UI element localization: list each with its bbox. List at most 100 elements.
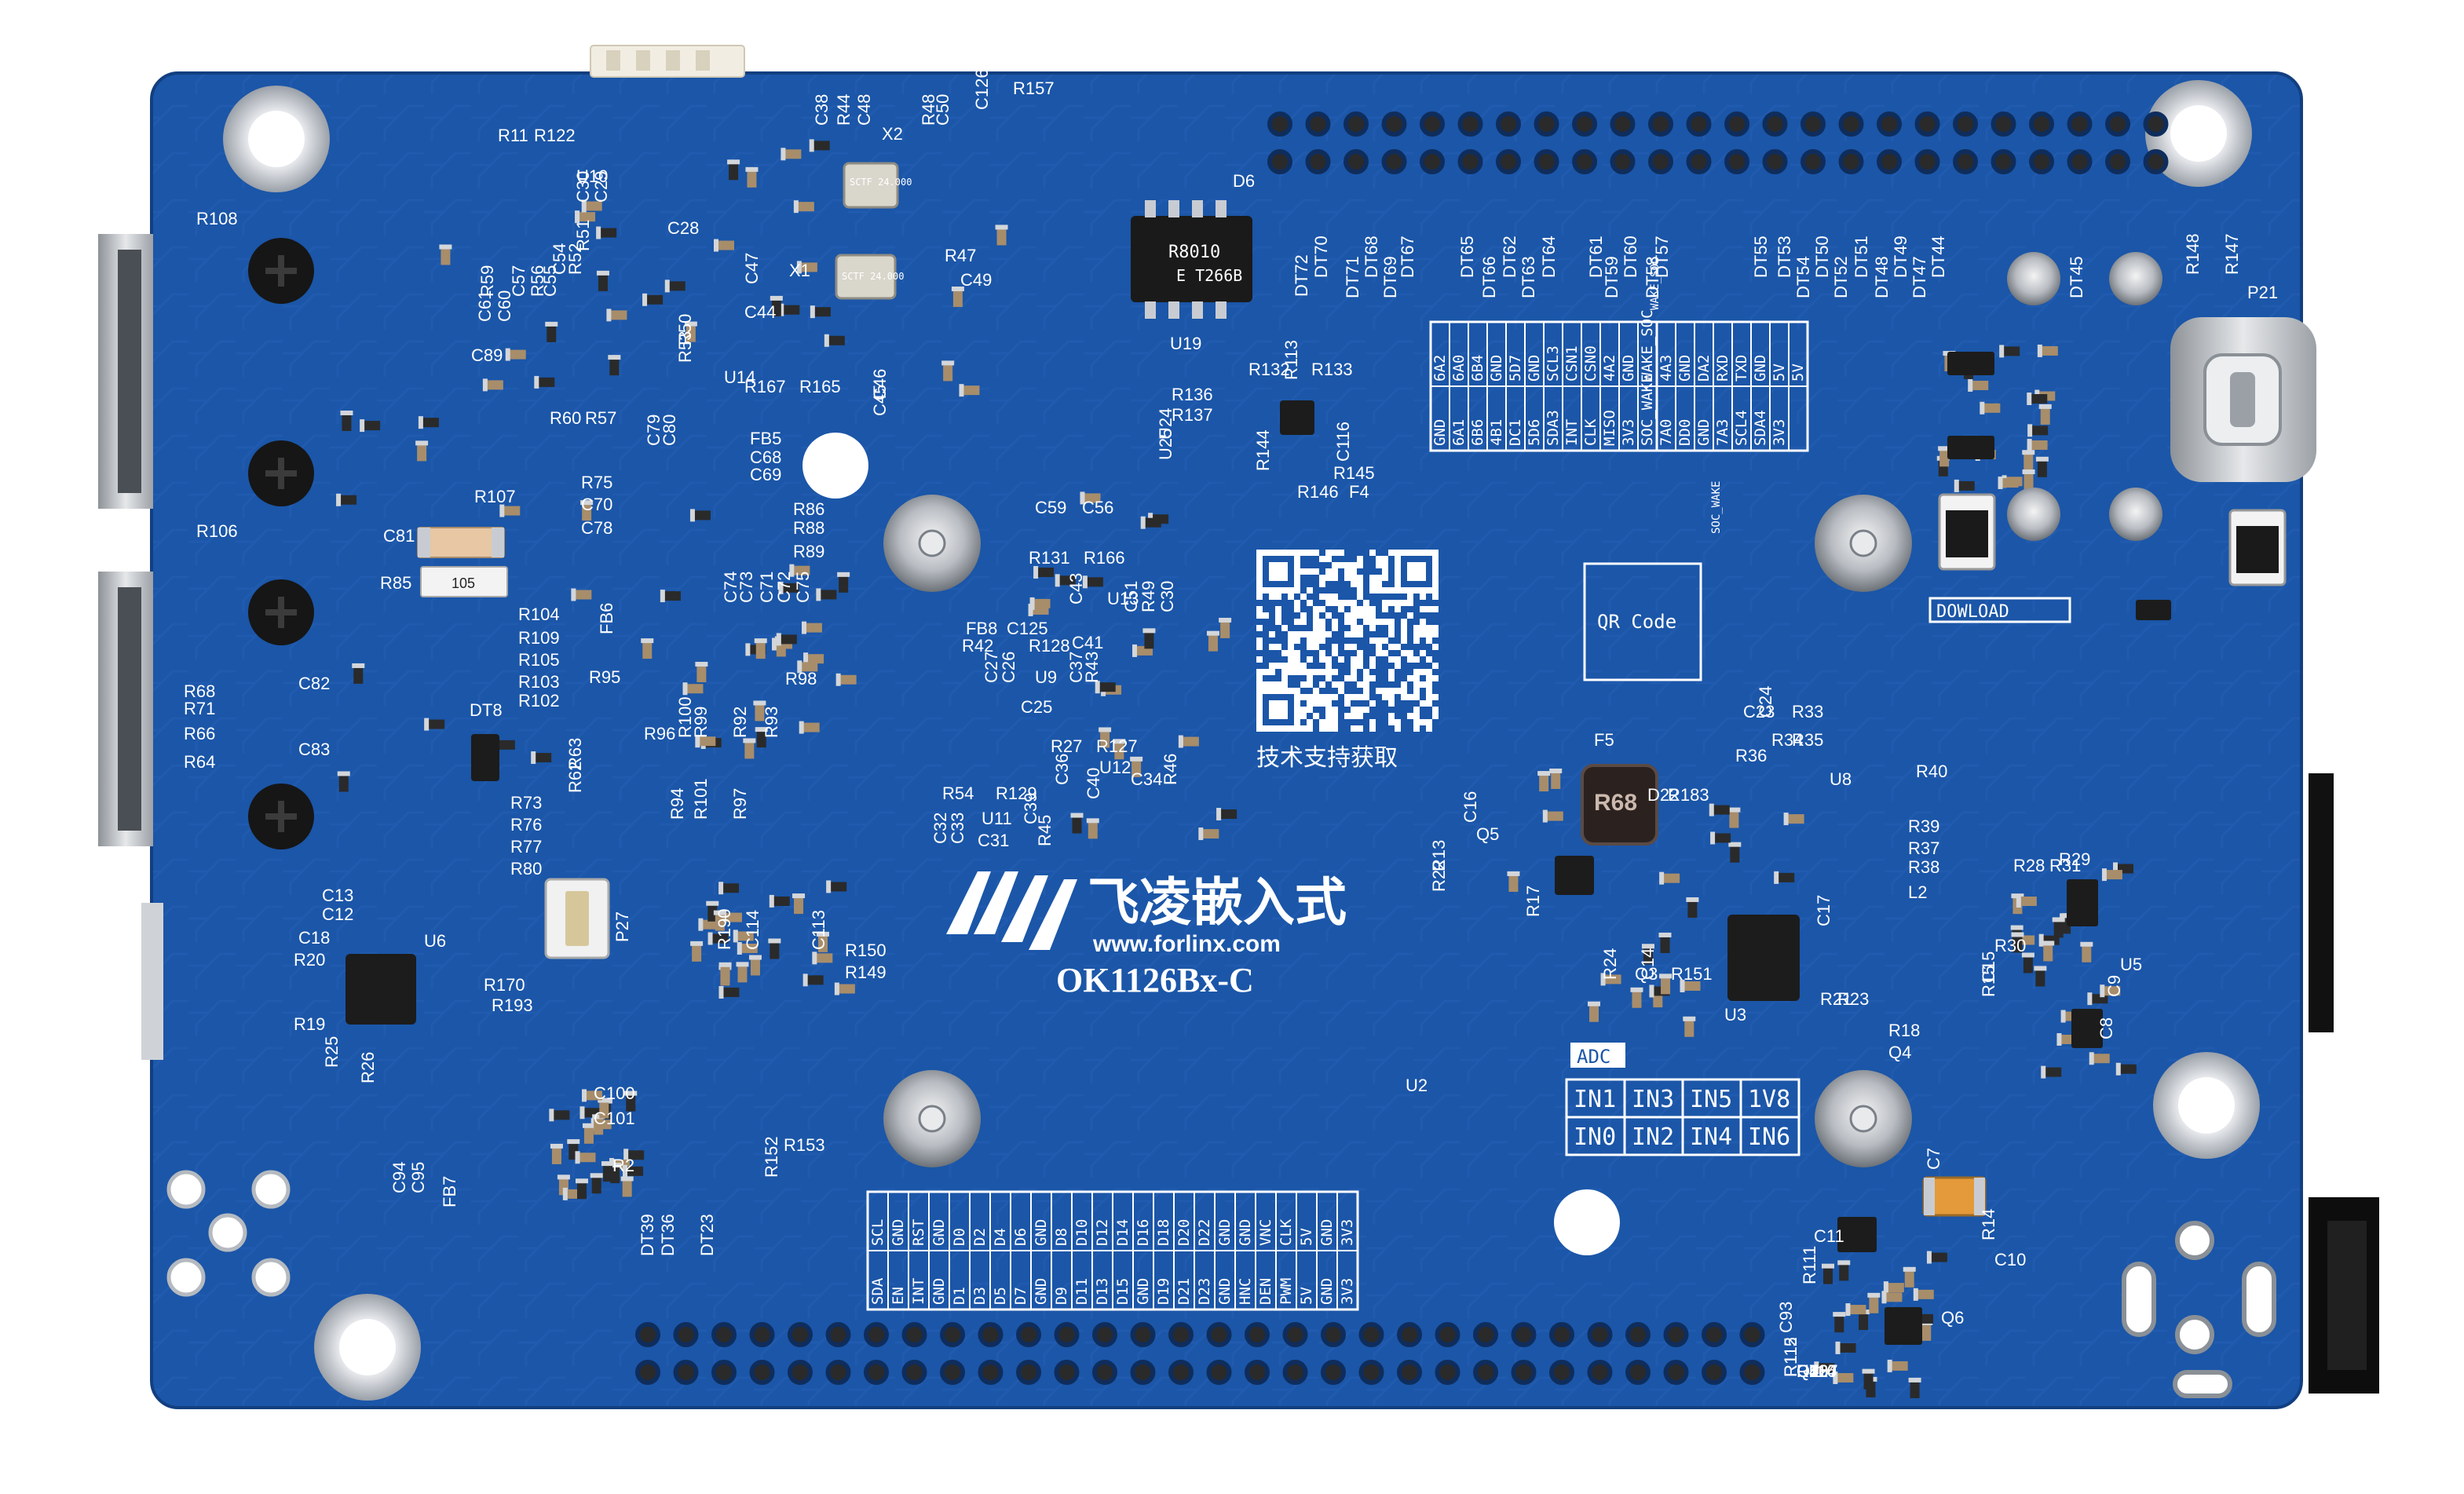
smd-part (799, 721, 820, 734)
silk-label: Q1 (1797, 1361, 1819, 1381)
bottom-pin-label: D2 (971, 1228, 989, 1246)
silk-label: R50 (675, 314, 695, 345)
header-pin (1663, 1360, 1689, 1385)
header-pin (1877, 111, 1902, 137)
bottom-pin-label: RST (910, 1219, 927, 1246)
silk-label: X2 (882, 124, 903, 144)
bottom-pin-label: GND (1237, 1219, 1254, 1246)
smd-part (733, 930, 754, 943)
smd-part (817, 931, 830, 952)
header-pin (1991, 111, 2016, 137)
pin-label: 4A3 (1658, 355, 1675, 382)
inductor-l2: R68 (1581, 764, 1658, 846)
pin-label: 4B1 (1488, 419, 1505, 446)
silk-label: C5 (1797, 1361, 1819, 1381)
silk-label: R27 (1051, 736, 1082, 756)
smd-part (2037, 344, 2058, 357)
silk-label: R21 (1820, 989, 1852, 1009)
bottom-pin-label: D15 (1114, 1278, 1131, 1305)
header-pin (1267, 149, 1292, 174)
silk-label: DT53 (1775, 236, 1794, 278)
silk-label: C9 (2104, 975, 2124, 997)
silk-label: R148 (2183, 233, 2203, 275)
silk-label: C30 (1157, 581, 1177, 612)
silk-label: U2 (1406, 1076, 1428, 1095)
silk-label: C79 (644, 415, 664, 446)
header-pin (1648, 111, 1673, 137)
silk-label: FB5 (750, 429, 781, 448)
header-pin (1054, 1322, 1080, 1347)
inductor-marking: R68 (1594, 790, 1637, 816)
bottom-pin-label: D0 (951, 1228, 968, 1246)
silk-label: C27 (982, 652, 1001, 683)
silk-label: R17 (1523, 886, 1543, 917)
smd-part (2100, 984, 2121, 998)
smd-part (797, 660, 818, 674)
silk-label: DT36 (658, 1214, 678, 1256)
silk-label: R75 (581, 473, 612, 492)
smd-part (424, 718, 445, 731)
smd-part (2021, 952, 2034, 973)
silk-label: R59 (477, 265, 497, 297)
silk-label: C13 (322, 886, 353, 905)
bottom-pin-label: D21 (1175, 1278, 1193, 1305)
smd-part (1833, 1312, 1846, 1333)
resistor-105-marking: 105 (451, 575, 475, 591)
smd-part (2041, 1065, 2062, 1079)
silk-label: C59 (1035, 498, 1066, 517)
silk-label: R144 (1253, 429, 1273, 471)
header-pin (1321, 1360, 1346, 1385)
silk-label: C36 (1052, 754, 1072, 785)
silk-label: R110 (1797, 1361, 1837, 1381)
bottom-pin-label: D19 (1155, 1278, 1172, 1305)
silk-label: C70 (581, 495, 612, 514)
header-pin (2105, 149, 2130, 174)
header-pin (864, 1360, 889, 1385)
header-pin (1397, 1322, 1422, 1347)
bottom-pin-label: GND (1318, 1219, 1336, 1246)
silk-label: R165 (799, 377, 841, 396)
silk-label: C72 (774, 572, 794, 603)
smd-part (534, 375, 555, 389)
header-pin (1168, 1360, 1194, 1385)
silk-label: U14 (724, 367, 755, 387)
header-pin (1587, 1360, 1613, 1385)
pin-label: SCL3 (1545, 345, 1562, 382)
bottom-pin-label: SCL (869, 1219, 887, 1246)
silk-label: R127 (1096, 736, 1138, 756)
smd-part (1113, 739, 1126, 760)
silk-label: DT59 (1602, 256, 1621, 298)
silk-label: R129 (996, 784, 1037, 803)
smd-part (690, 941, 704, 962)
bottom-pin-label: D22 (1196, 1219, 1213, 1246)
silk-label: R39 (1908, 816, 1939, 836)
silk-label: R151 (1671, 964, 1713, 984)
smd-part (1728, 842, 1742, 863)
silk-label: C113 (809, 910, 828, 950)
smd-part (695, 735, 716, 748)
board-model: OK1126Bx-C (1056, 961, 1254, 999)
smd-part (623, 1149, 645, 1162)
silk-label: R170 (484, 975, 525, 995)
smd-part (340, 410, 353, 431)
smd-part (1099, 727, 1112, 748)
smd-part (2080, 941, 2093, 963)
bottom-pin-label: 5V (1298, 1228, 1315, 1246)
smd-part (1881, 1291, 1903, 1304)
header-pin (1686, 111, 1712, 137)
header-pin (1420, 111, 1445, 137)
silk-label: R95 (589, 667, 620, 687)
smd-part (360, 419, 381, 433)
silk-label: R2 (612, 1156, 634, 1175)
silk-label: R98 (785, 669, 817, 689)
bottom-pin-label: D18 (1155, 1219, 1172, 1246)
silk-label: R99 (691, 707, 711, 738)
smd-part (816, 588, 837, 601)
silk-label: R92 (730, 707, 750, 738)
bottom-pin-label: GND (1033, 1219, 1050, 1246)
silk-label: R147 (2222, 233, 2242, 275)
silk-label: R97 (730, 788, 750, 820)
bottom-pin-label: 3V3 (1339, 1278, 1356, 1305)
